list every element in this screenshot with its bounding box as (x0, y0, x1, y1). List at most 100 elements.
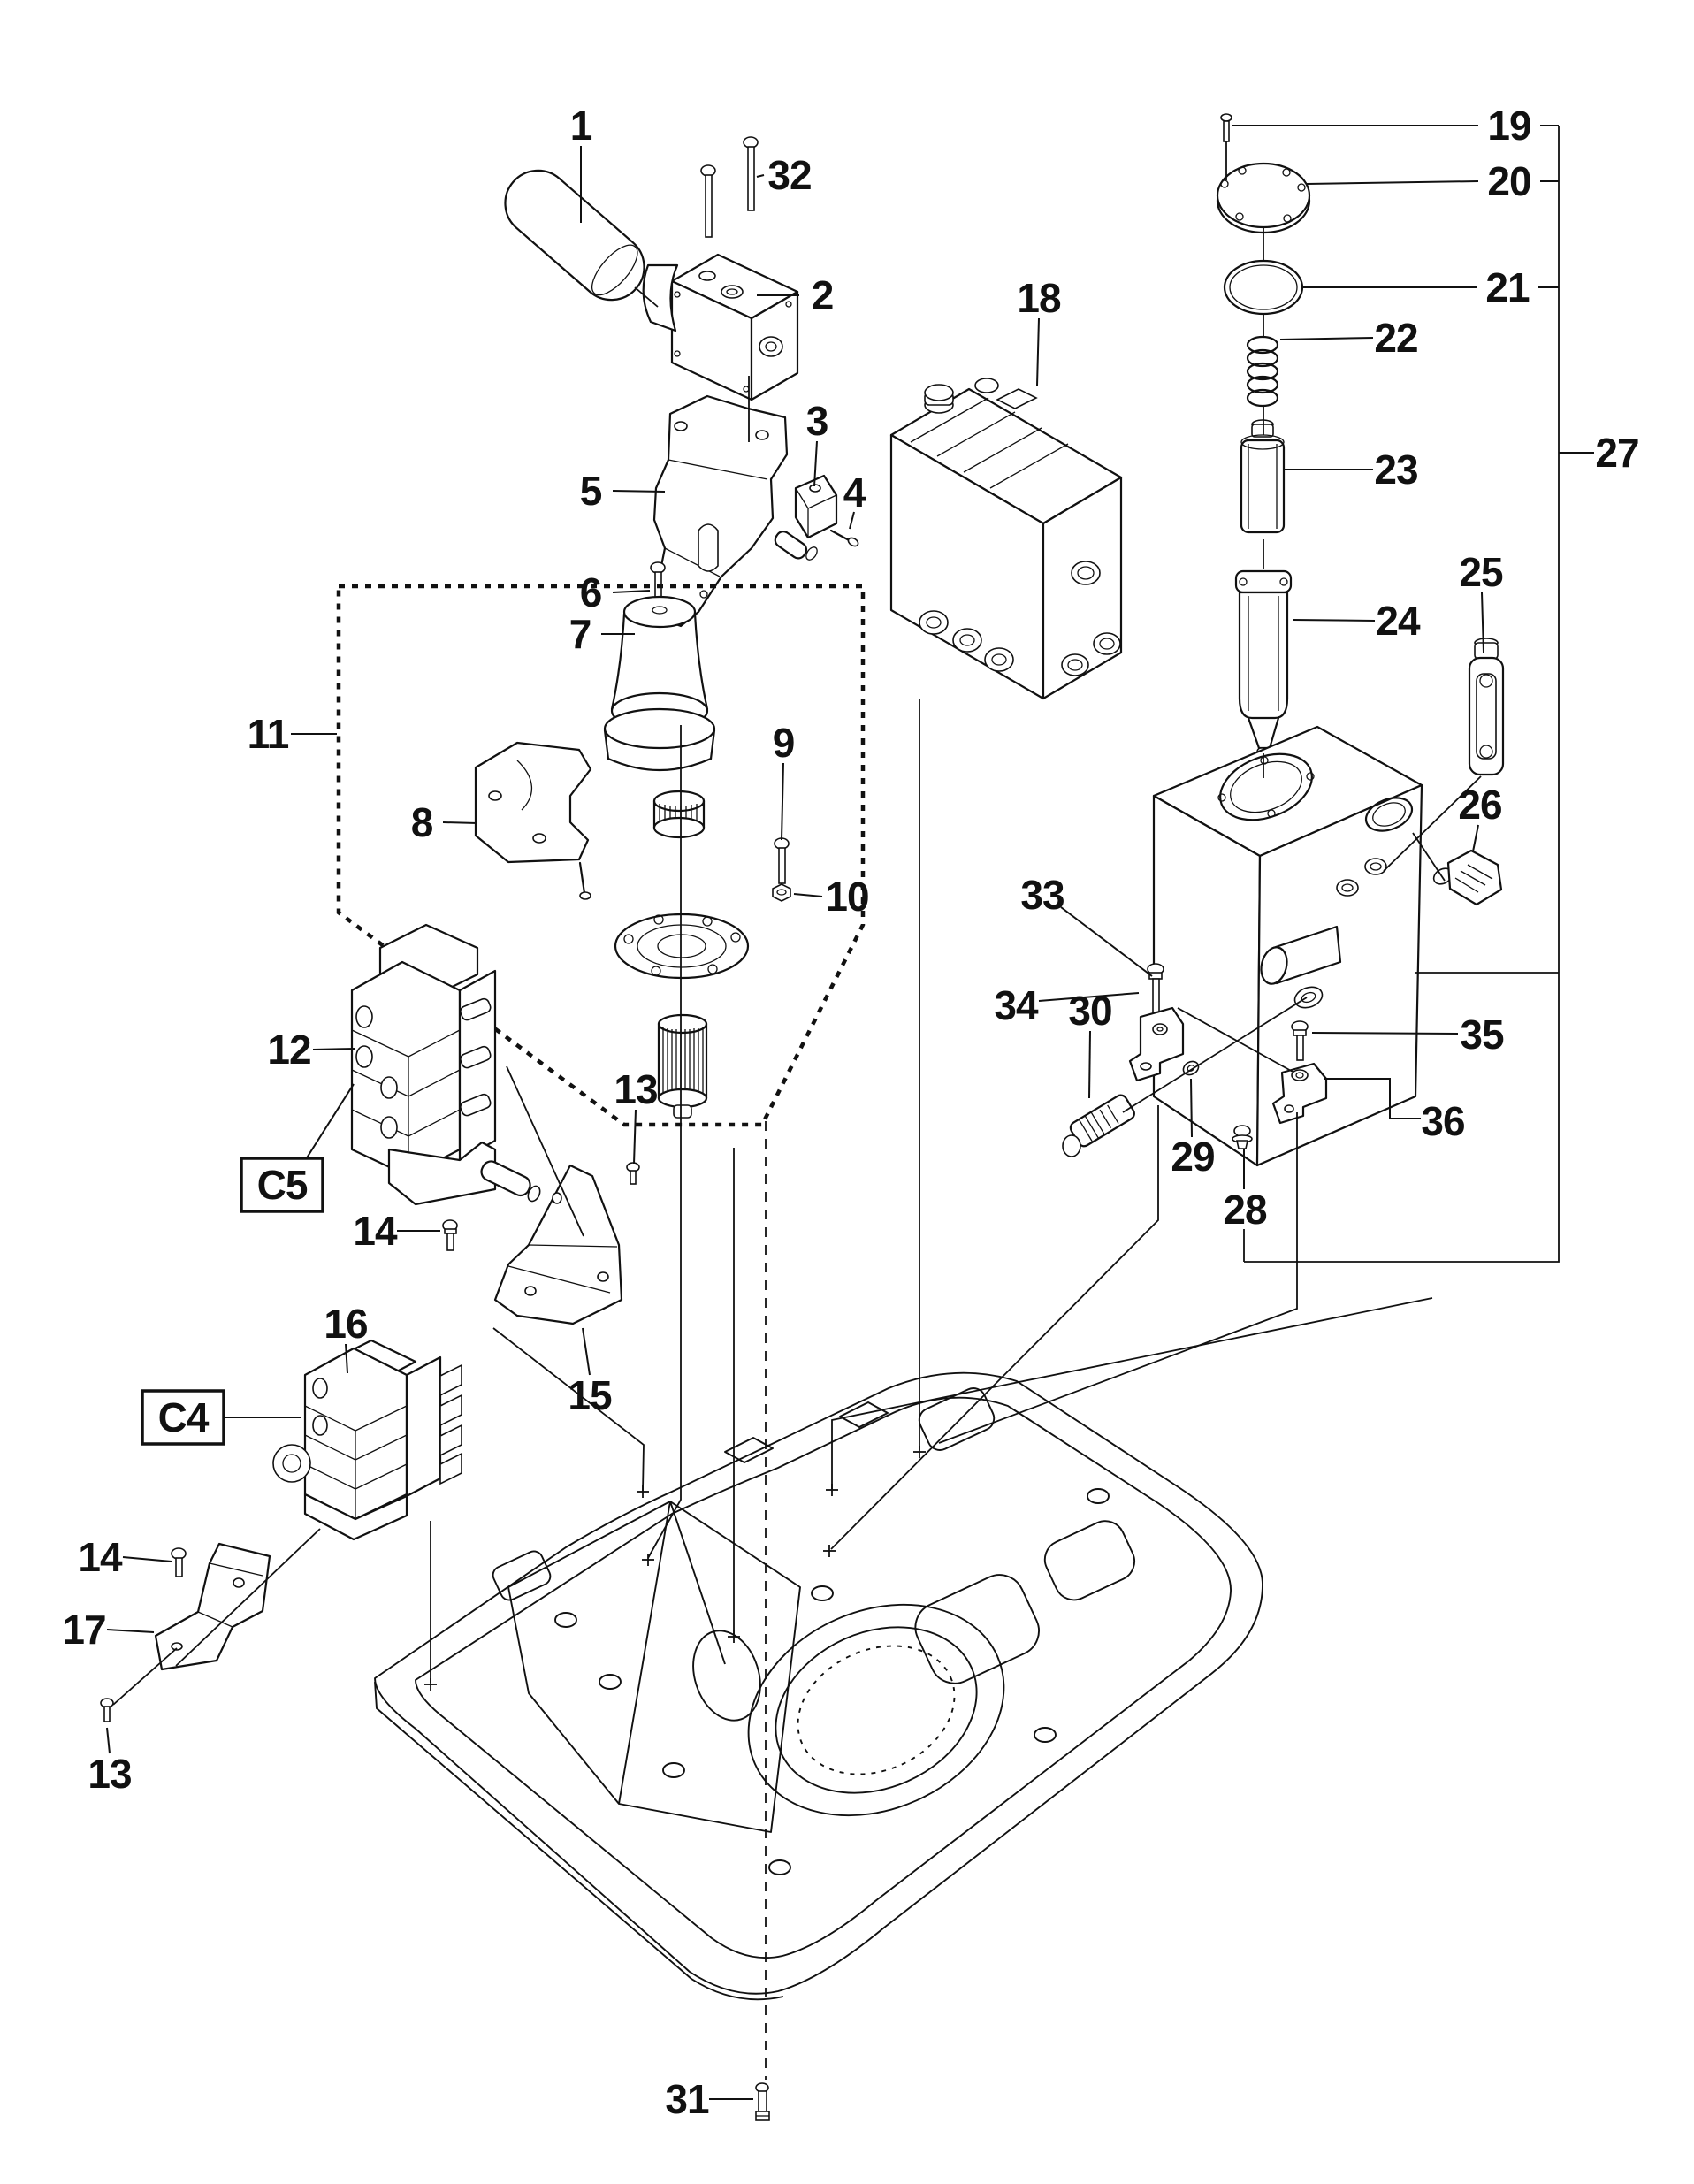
callout-32: 32 (756, 152, 813, 198)
mount-mark (826, 1484, 838, 1496)
callout-7: 7 (569, 611, 635, 657)
callout-leader-line (345, 1343, 348, 1374)
spline-coupling (657, 1013, 708, 1119)
chassis-frame (374, 1371, 1263, 2001)
callout-number: 23 (1374, 447, 1417, 493)
callout-8: 8 (411, 799, 478, 845)
mount-mark (728, 1630, 740, 1643)
callout-number: 28 (1223, 1187, 1267, 1233)
bolt-13-upper (626, 1162, 640, 1185)
callout-20: 20 (1306, 158, 1559, 204)
construction-line (830, 1105, 1159, 1550)
callout-leader-line (813, 440, 818, 487)
callout-number: 12 (267, 1027, 310, 1073)
callout-leader-line (1279, 337, 1374, 340)
valve-bank-16 (272, 1339, 462, 1541)
callout-leader-line (305, 1083, 355, 1160)
construction-line (506, 1065, 584, 1237)
callout-box-frame (141, 1389, 225, 1446)
bolt-13-lower (100, 1698, 114, 1722)
callout-number: 29 (1171, 1134, 1214, 1180)
callout-number: 8 (411, 799, 433, 845)
callout-30: 30 (1068, 988, 1113, 1099)
callout-number: 26 (1458, 782, 1501, 828)
construction-line (1244, 126, 1560, 1263)
mount-mark (913, 1446, 926, 1458)
callout-26: 26 (1458, 782, 1503, 852)
plug-28 (1232, 1125, 1253, 1149)
callout-34: 34 (994, 982, 1140, 1028)
callout-25: 25 (1459, 549, 1504, 653)
callout-number: C4 (158, 1394, 210, 1440)
callout-leader-line (1311, 1032, 1459, 1035)
callout-number: 13 (88, 1751, 131, 1797)
bolt-31 (755, 2082, 770, 2121)
callout-1: 1 (570, 103, 593, 223)
callout-5: 5 (580, 468, 666, 514)
callout-23: 23 (1285, 447, 1419, 493)
callout-number: 18 (1017, 275, 1061, 321)
callout-17: 17 (62, 1607, 155, 1653)
cover-plate-20 (1216, 162, 1311, 234)
construction-line (1383, 775, 1482, 872)
callout-number: 14 (78, 1534, 123, 1580)
callout-leader-line (1060, 906, 1153, 977)
callout-29: 29 (1171, 1078, 1216, 1180)
callout-number: 17 (62, 1607, 105, 1653)
callout-number: 32 (767, 152, 811, 198)
motor-flange-ring (614, 913, 750, 980)
callout-leader-line (1306, 180, 1479, 185)
construction-line (634, 286, 659, 308)
callout-4: 4 (843, 470, 867, 530)
callout-2: 2 (757, 272, 834, 318)
callout-box-frame (240, 1157, 324, 1213)
nut-10 (772, 883, 791, 902)
sight-glass-25 (1468, 638, 1505, 776)
screw-19 (1220, 113, 1232, 142)
callout-6: 6 (580, 569, 651, 615)
mount-mark (642, 1554, 654, 1566)
callout-leader-line (612, 490, 666, 493)
callout-leader-line (1292, 619, 1376, 622)
callout-leader-line (1472, 824, 1479, 852)
screw-4 (829, 529, 859, 547)
bracket-15 (493, 1164, 623, 1325)
callout-leader-line (633, 1109, 637, 1165)
pump-block-2 (642, 253, 799, 401)
callout-number: 35 (1460, 1012, 1504, 1058)
callout-number: 2 (812, 272, 834, 318)
callout-number: C5 (257, 1162, 308, 1208)
callout-27: 27 (1559, 430, 1640, 476)
cylinder-part-1 (504, 169, 645, 302)
callout-number: 9 (773, 720, 795, 766)
construction-line (647, 725, 682, 1559)
callout-11: 11 (248, 711, 337, 757)
plug-26 (1432, 849, 1503, 906)
temperature-sensor-30 (1062, 1094, 1135, 1157)
bracket-8 (474, 741, 592, 900)
callout-number: 19 (1487, 103, 1530, 149)
callout-number: 7 (569, 611, 591, 657)
callout-leader-line (1038, 992, 1140, 1002)
callout-3: 3 (806, 398, 828, 487)
callout-number: 31 (665, 2076, 709, 2122)
callout-number: 21 (1485, 264, 1530, 310)
construction-line (175, 1528, 321, 1667)
callout-number: 13 (614, 1066, 657, 1112)
construction-line (938, 1112, 1298, 1444)
callout-14: 14 (353, 1208, 440, 1254)
construction-line (492, 1327, 645, 1492)
spring-22 (1246, 335, 1279, 408)
callout-leader-line (312, 1048, 356, 1050)
callout-10: 10 (793, 874, 870, 920)
dashed-enclosure-11 (336, 584, 866, 1127)
construction-line (831, 1297, 1433, 1489)
callout-number: 16 (324, 1301, 367, 1347)
callout-number: 1 (570, 103, 592, 149)
callout-number: 11 (248, 711, 289, 757)
callout-24: 24 (1292, 598, 1422, 644)
filter-element-23 (1240, 419, 1286, 534)
callout-leader-line (582, 1327, 591, 1376)
callout-leader-line (1481, 592, 1484, 653)
